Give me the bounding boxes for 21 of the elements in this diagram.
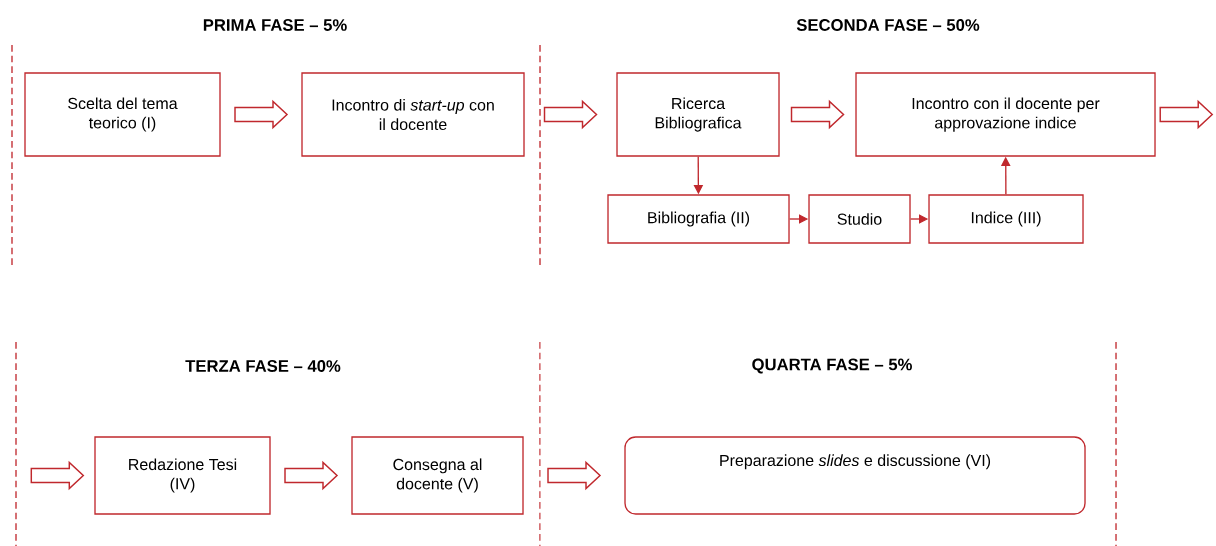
- process-box: Incontro di start-up con il docente: [301, 72, 525, 157]
- phase-title: PRIMA FASE – 5%: [203, 19, 347, 31]
- block-arrow: [284, 460, 339, 491]
- process-box: Consegna al docente (V): [351, 436, 524, 515]
- process-box: Bibliografia (II): [607, 194, 790, 244]
- process-box: Studio: [808, 194, 911, 244]
- process-box: Indice (III): [928, 194, 1084, 244]
- process-box: Ricerca Bibliografica: [616, 72, 780, 157]
- block-arrow: [30, 460, 85, 491]
- phase-title: SECONDA FASE – 50%: [796, 19, 980, 31]
- block-arrow: [547, 460, 602, 491]
- process-box: Redazione Tesi (IV): [94, 436, 271, 515]
- process-box: Scelta del tema teorico (I): [24, 72, 221, 157]
- block-arrow: [543, 99, 598, 130]
- block-arrow: [1159, 99, 1214, 130]
- block-arrow: [790, 99, 845, 130]
- block-arrow: [234, 99, 289, 130]
- phase-title: TERZA FASE – 40%: [185, 360, 341, 372]
- process-box: Incontro con il docente per approvazione indice: [855, 72, 1156, 157]
- rounded-box: Preparazione slides e discussione (VI): [624, 436, 1086, 515]
- phase-title: QUARTA FASE – 5%: [752, 358, 912, 374]
